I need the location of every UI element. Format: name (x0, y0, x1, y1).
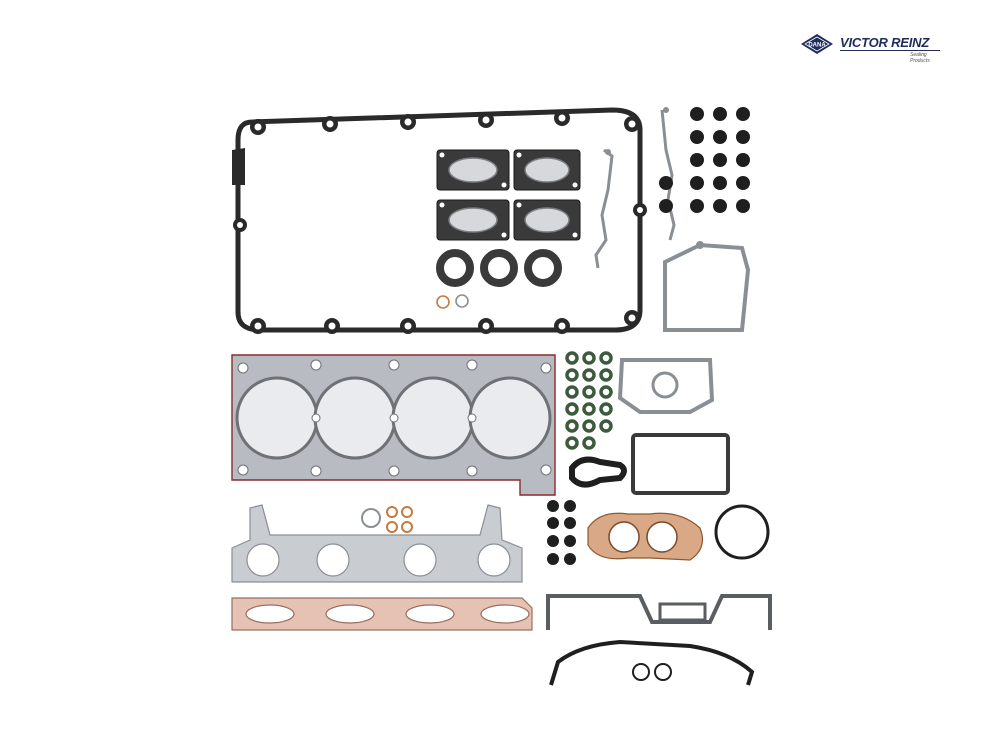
cylinder-head-gasket (231, 354, 556, 496)
rubber-seal-strip (549, 639, 755, 686)
brand-underline (840, 50, 940, 51)
valve-stem-seals-middle (565, 351, 613, 450)
large-o-ring (714, 504, 770, 560)
valve-stem-seals-lower (547, 500, 576, 565)
cover-plate-gasket (631, 433, 730, 495)
valve-stem-seals-top (659, 107, 750, 213)
valve-cover-gasket (232, 107, 647, 334)
intake-manifold-gasket-pink (231, 597, 533, 631)
oil-pan-gasket-strip (546, 594, 772, 630)
victor-reinz-logo: DANA VICTOR REINZ Sealing Products (800, 33, 945, 64)
timing-cover-gasket (663, 241, 751, 332)
intake-manifold-gasket-grey (231, 504, 523, 583)
thermostat-gasket (569, 456, 627, 488)
exhaust-manifold-gaskets (436, 149, 581, 241)
brand-name: VICTOR REINZ (840, 35, 930, 50)
dana-badge-text: DANA (808, 43, 826, 49)
water-pump-gasket (617, 358, 715, 414)
brand-tagline: Sealing Products (910, 52, 930, 64)
dana-diamond-icon: DANA (801, 34, 833, 54)
shaft-seals (436, 249, 562, 309)
copper-washers (361, 506, 413, 533)
exhaust-pipe-gasket (587, 512, 703, 561)
